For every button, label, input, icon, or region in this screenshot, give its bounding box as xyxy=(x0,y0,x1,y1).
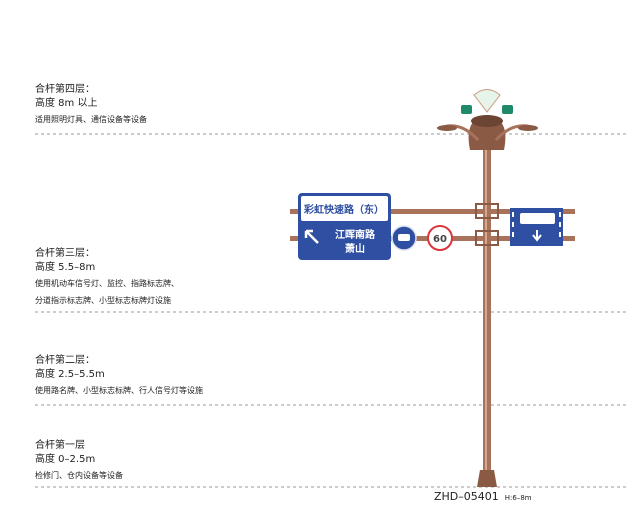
clamp xyxy=(475,203,499,219)
lamp-head xyxy=(437,89,538,150)
sign-top-text: 彩虹快速路（东） xyxy=(303,203,384,216)
bus-lane-sign xyxy=(510,208,563,246)
tier-height: 高度 8m 以上 xyxy=(35,98,98,109)
tier-title: 合杆第四层： xyxy=(35,84,95,95)
sign-line2: 萧山 xyxy=(345,242,365,255)
upper-arm xyxy=(290,209,575,214)
tier-desc: 检修门、仓内设备等设备 xyxy=(35,471,123,480)
bus-icon xyxy=(520,213,555,224)
tier-height: 高度 2.5–5.5m xyxy=(35,369,105,380)
tier-3-info: 合杆第三层： 高度 5.5–8m 使用机动车信号灯、监控、指路标志牌、 分道指示… xyxy=(35,247,179,309)
green-lamp xyxy=(461,105,472,114)
clamp xyxy=(475,230,499,246)
tier-desc: 适用照明灯具、通信设备等设备 xyxy=(35,115,147,124)
tier-desc: 使用机动车信号灯、监控、指路标志牌、 xyxy=(35,279,179,288)
tier-title: 合杆第三层： xyxy=(35,248,95,259)
arrow-up-left-icon xyxy=(304,229,319,244)
tier-2-info: 合杆第二层： 高度 2.5–5.5m 使用路名牌、小型标志标牌、行人信号灯等设施 xyxy=(35,354,203,399)
tier-dividers xyxy=(35,133,626,488)
green-lamp xyxy=(502,105,513,114)
ginkgo-leaf xyxy=(473,89,501,113)
car-icon xyxy=(398,234,410,241)
car-lane-sign xyxy=(391,225,417,251)
guide-sign xyxy=(298,193,391,260)
tier-desc: 使用路名牌、小型标志标牌、行人信号灯等设施 xyxy=(35,386,203,395)
speed-limit-sign xyxy=(427,225,453,251)
model-code: ZHD–05401 xyxy=(434,490,499,503)
tier-height: 高度 5.5–8m xyxy=(35,262,96,273)
tier-title: 合杆第一层 xyxy=(35,440,85,451)
pole-highlight xyxy=(485,150,487,480)
speed-limit-value: 60 xyxy=(433,234,447,245)
arrow-down-icon xyxy=(532,230,542,242)
sign-line1: 江晖南路 xyxy=(335,228,376,241)
tier-title: 合杆第二层： xyxy=(35,355,95,366)
tier-height: 高度 0–2.5m xyxy=(35,454,96,465)
pole-base xyxy=(477,470,497,487)
tier-1-info: 合杆第一层 高度 0–2.5m 检修门、仓内设备等设备 xyxy=(35,439,123,484)
tier-4-info: 合杆第四层： 高度 8m 以上 适用照明灯具、通信设备等设备 xyxy=(35,83,147,128)
tier-desc: 分道指示标志牌、小型标志标牌灯设施 xyxy=(35,296,171,305)
model-spec: H:6–8m xyxy=(504,494,532,502)
model-label: ZHD–05401 H:6–8m xyxy=(434,490,532,503)
